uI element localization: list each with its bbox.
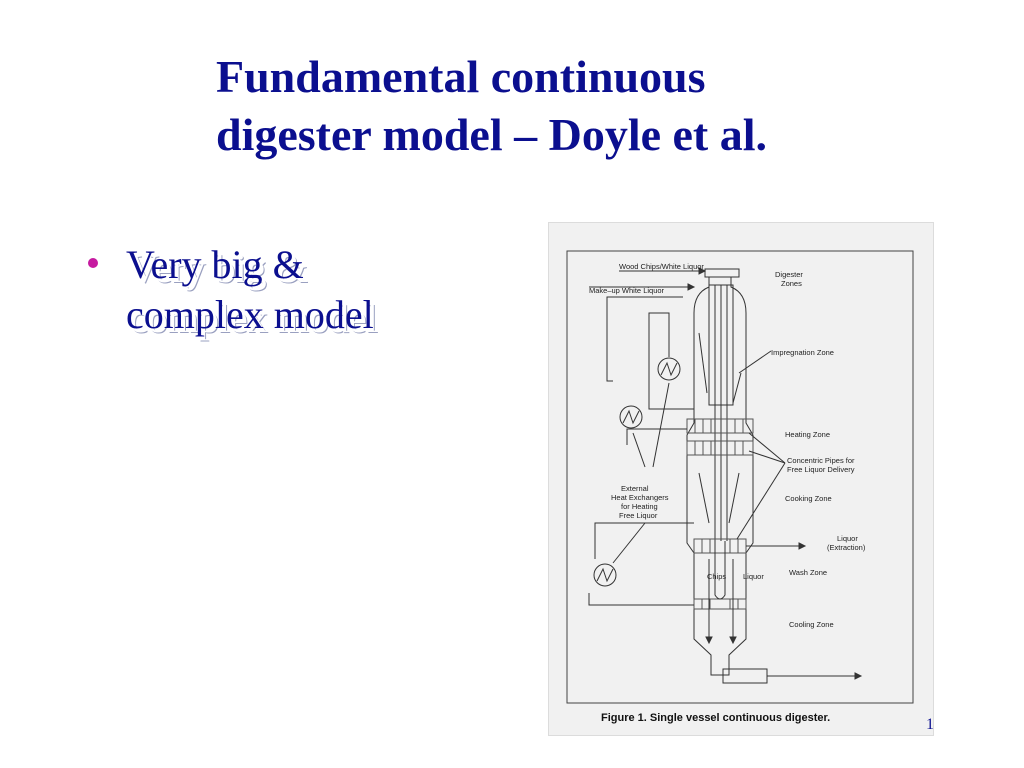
wood-chips-arrow xyxy=(698,267,707,275)
makeup-arrow xyxy=(687,283,696,291)
label-wash: Wash Zone xyxy=(789,568,827,577)
label-digester-zones-1: Digester xyxy=(775,270,803,279)
label-digester-zones-2: Zones xyxy=(781,279,802,288)
hx-leader-3 xyxy=(612,522,646,564)
label-hx-2: Heat Exchangers xyxy=(611,493,669,502)
label-liquor-1: Liquor xyxy=(837,534,858,543)
label-heating: Heating Zone xyxy=(785,430,830,439)
flow-arrow-4 xyxy=(728,472,740,524)
screen-band-extraction xyxy=(693,538,747,554)
label-impregnation: Impregnation Zone xyxy=(771,348,834,357)
label-hx-3: for Heating xyxy=(621,502,658,511)
digester-figure: Wood Chips/White Liquor Make–up White Li… xyxy=(548,222,934,736)
figure-caption: Figure 1. Single vessel continuous diges… xyxy=(601,712,830,724)
pipes-leader-3 xyxy=(736,462,786,540)
screen-band-heating-2 xyxy=(686,440,754,456)
heat-exchanger-icon xyxy=(619,405,643,429)
outlet-bottom xyxy=(722,668,768,684)
u-tube xyxy=(714,541,726,600)
inner-tube xyxy=(708,284,734,406)
bullet-item: Very big & complex model xyxy=(88,240,488,340)
hx-leader-2 xyxy=(652,382,670,468)
figure-frame xyxy=(566,250,914,704)
label-pipes-2: Free Liquor Delivery xyxy=(787,465,855,474)
bullet-line-2: complex model xyxy=(126,292,374,337)
heat-exchanger-icon xyxy=(593,563,617,587)
slide-title: Fundamental continuous digester model – … xyxy=(216,48,976,164)
bullet-list: Very big & complex model xyxy=(88,240,488,340)
label-cooking: Cooking Zone xyxy=(785,494,832,503)
hx-leader-1 xyxy=(632,432,646,468)
page-number: 1 xyxy=(926,716,934,733)
vessel-outline xyxy=(686,277,754,676)
loop-upper xyxy=(648,312,694,410)
loop-wash xyxy=(588,593,694,606)
label-hx-1: External xyxy=(621,484,649,493)
chips-arrow xyxy=(705,636,713,645)
label-makeup: Make–up White Liquor xyxy=(589,286,665,295)
label-liquor: Liquor xyxy=(743,572,764,581)
impregnation-leader xyxy=(738,350,772,374)
screen-band-heating xyxy=(686,418,754,434)
inlet-top xyxy=(704,268,740,278)
label-cooling: Cooling Zone xyxy=(789,620,834,629)
flow-arrow-3 xyxy=(698,472,710,524)
label-liquor-2: (Extraction) xyxy=(827,543,866,552)
digester-diagram: Wood Chips/White Liquor Make–up White Li… xyxy=(566,250,914,724)
label-chips: Chips xyxy=(707,572,726,581)
label-hx-4: Free Liquor xyxy=(619,511,658,520)
flow-arrow-1 xyxy=(698,332,708,394)
bullet-line-1: Very big & xyxy=(126,242,304,287)
bullet-text: Very big & complex model xyxy=(126,240,488,340)
screen-band-wash xyxy=(693,598,747,610)
title-line-1: Fundamental continuous xyxy=(216,51,706,102)
pipes-leader-1 xyxy=(748,432,786,464)
outlet-arrow xyxy=(854,672,863,680)
label-wood-chips: Wood Chips/White Liquor xyxy=(619,262,704,271)
heat-exchanger-icon xyxy=(657,357,681,381)
loop-makeup xyxy=(606,296,683,382)
loop-lower xyxy=(594,522,694,559)
pipes-leader-2 xyxy=(748,450,786,464)
bullet-dot-icon xyxy=(88,258,98,268)
title-line-2: digester model – Doyle et al. xyxy=(216,109,768,160)
loop-heating xyxy=(626,428,687,445)
liquor-arrow xyxy=(729,636,737,645)
label-pipes-1: Concentric Pipes for xyxy=(787,456,855,465)
extraction-arrow xyxy=(798,542,807,550)
flow-arrow-2 xyxy=(732,372,742,404)
